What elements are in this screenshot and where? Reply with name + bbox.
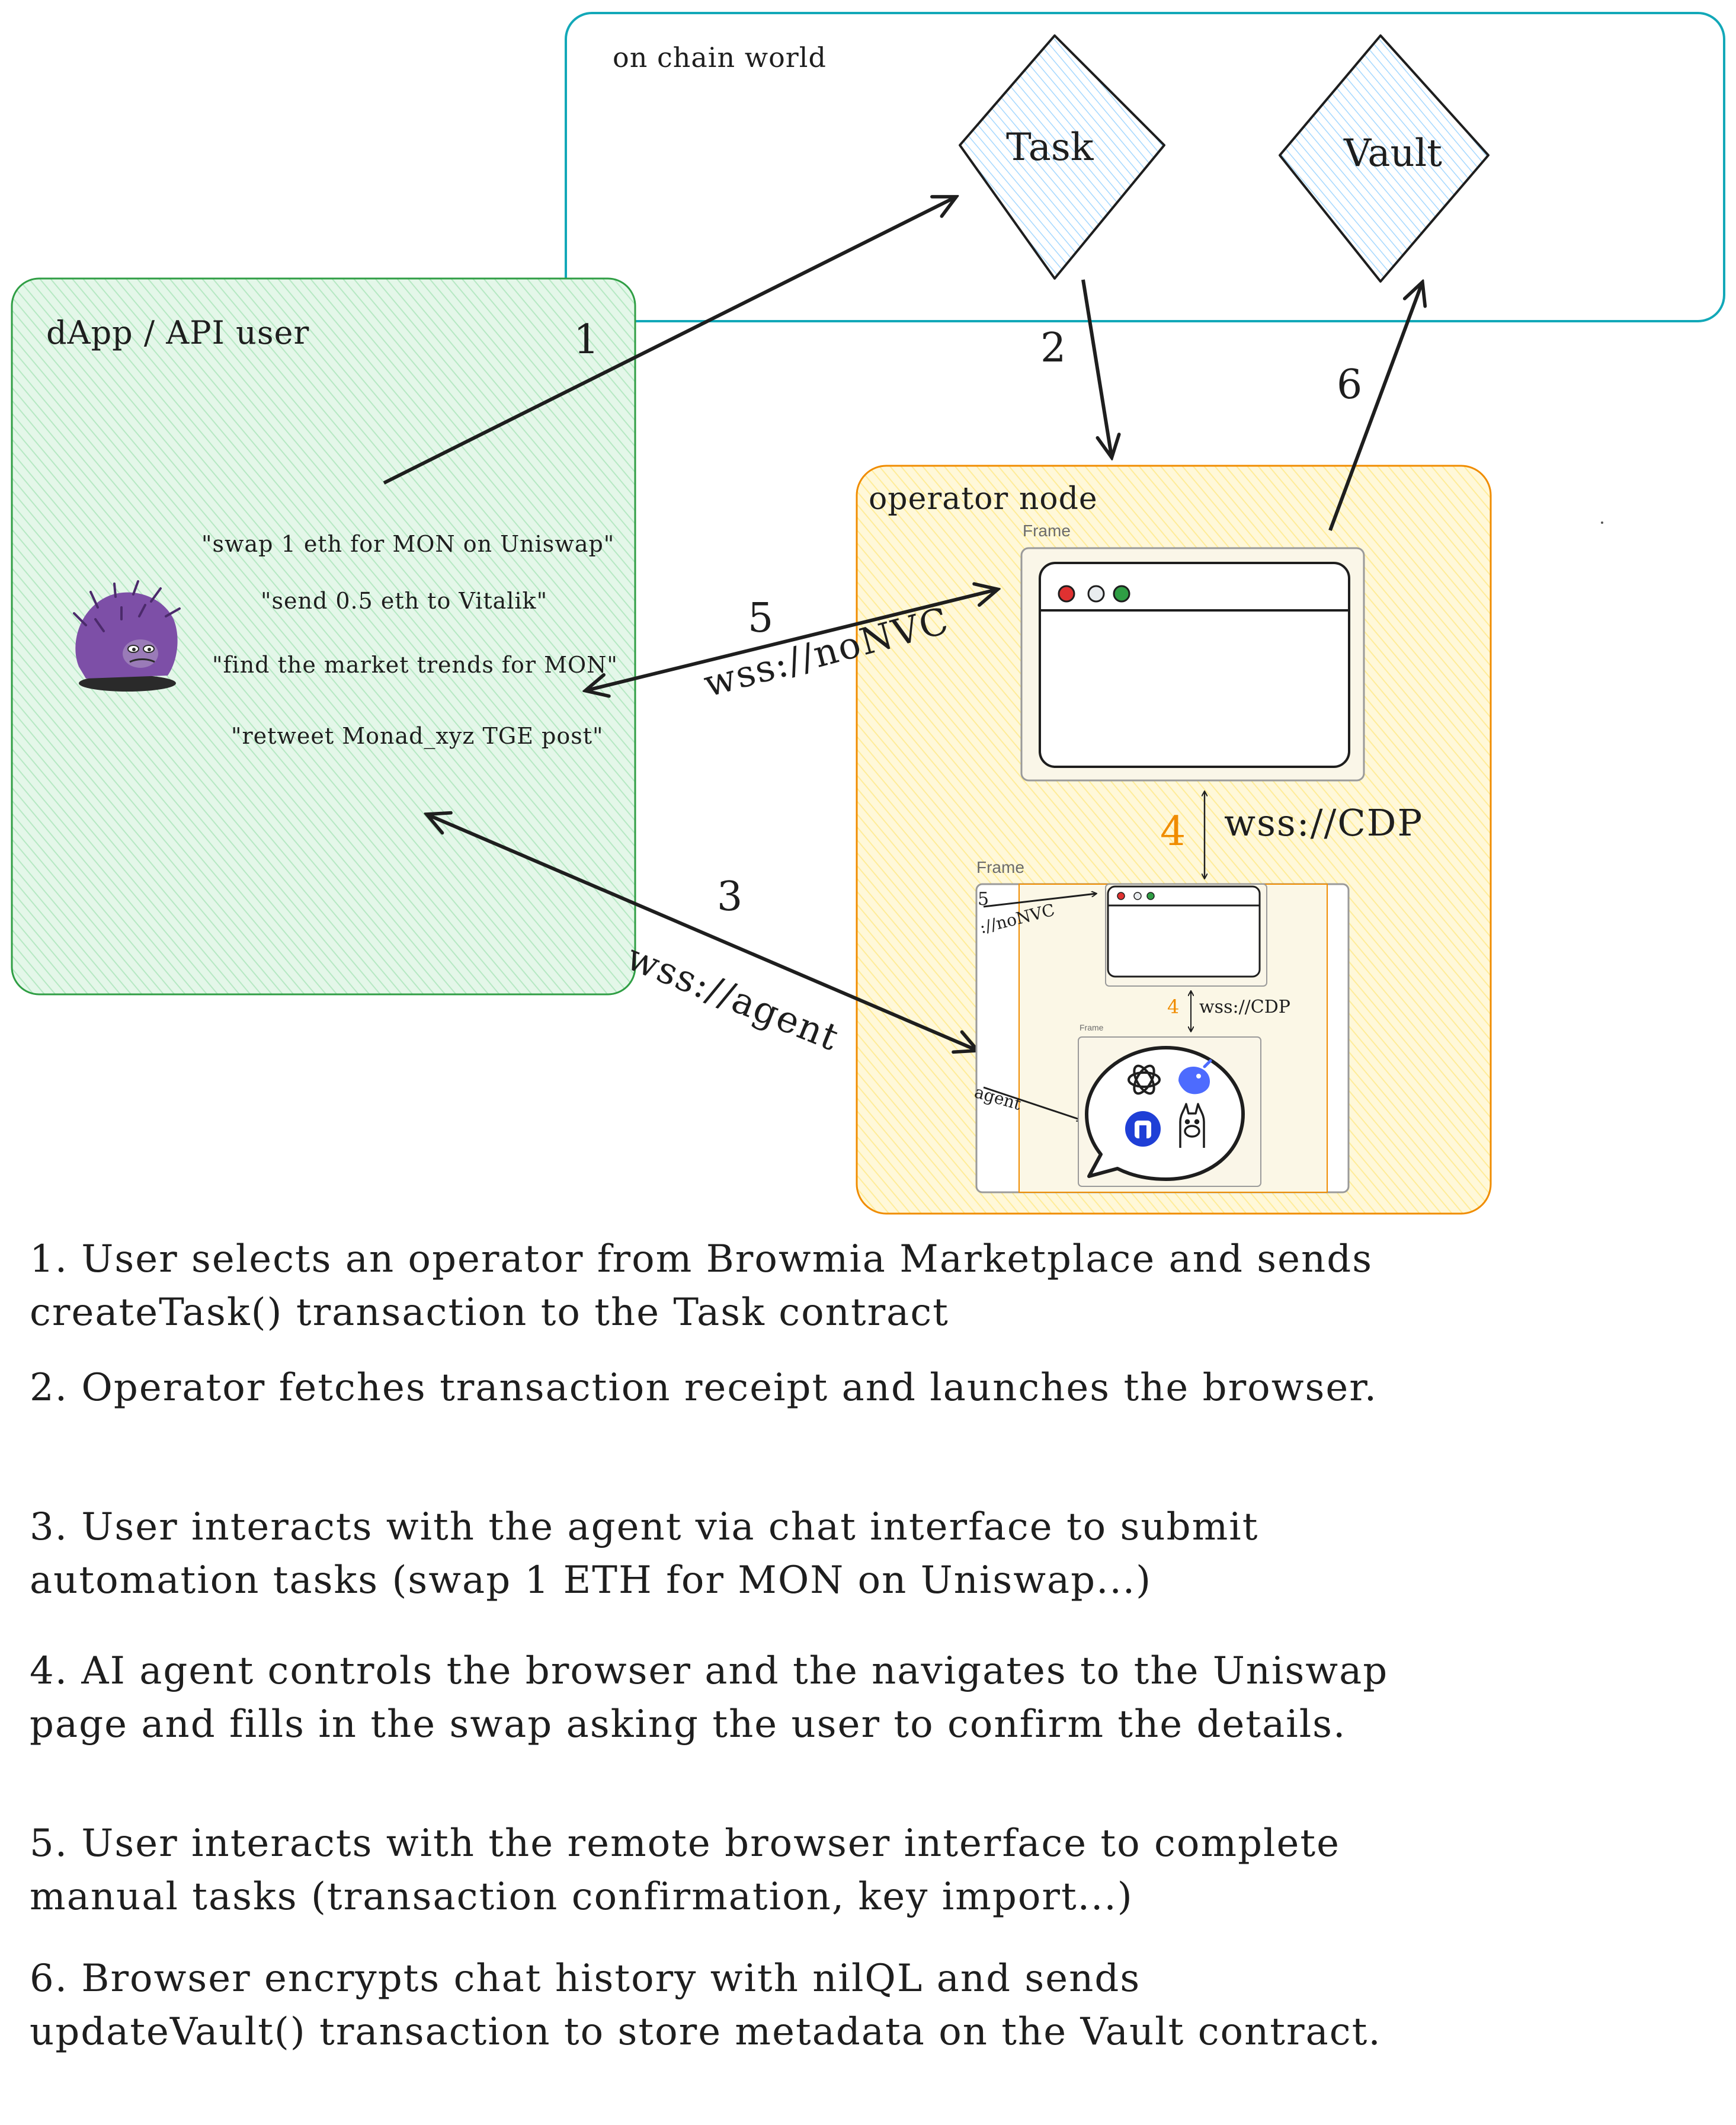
wss-cdp-label: wss://CDP: [1224, 801, 1424, 844]
nested-browser-window: [1107, 885, 1261, 978]
window-minimize-dot[interactable]: [1087, 585, 1105, 603]
arrow-3: [428, 815, 976, 1050]
window-maximize-dot[interactable]: [1113, 585, 1130, 603]
chat-bubble-icon: [1085, 1046, 1245, 1181]
step-5: 5. User interacts with the remote browse…: [30, 1822, 1340, 1919]
window-close-dot[interactable]: [1058, 585, 1075, 603]
nested-frame-caption: Frame: [976, 858, 1024, 876]
step-4: 4. AI agent controls the browser and the…: [30, 1649, 1389, 1746]
arrow-2-label: 2: [1040, 325, 1066, 372]
prompt-retweet: "retweet Monad_xyz TGE post": [231, 723, 604, 749]
arrow-4-label: 4: [1160, 808, 1186, 855]
step-1: 1. User selects an operator from Browmia…: [30, 1237, 1373, 1334]
architecture-diagram: [11, 12, 1725, 1215]
hedgehog-icon: [73, 580, 181, 692]
arrow-5-label: 5: [748, 595, 774, 642]
nillion-icon: [1125, 1111, 1161, 1147]
nested-arrow-5-label: 5: [978, 889, 988, 910]
arrow-3-label: 3: [717, 873, 743, 920]
onchain-zone-label: on chain world: [613, 41, 827, 73]
arrow-1: [383, 197, 955, 485]
dapp-zone-label: dApp / API user: [46, 314, 310, 351]
openai-icon: [1128, 1064, 1161, 1095]
browser-frame-caption: Frame: [1023, 521, 1071, 540]
arrow-6: [1328, 283, 1422, 532]
task-diamond: [959, 34, 1165, 280]
nested-arrow-4-label: 4: [1167, 996, 1180, 1018]
arrow-1-label: 1: [574, 316, 600, 363]
arrow-2: [1081, 279, 1112, 456]
prompt-send: "send 0.5 eth to Vitalik": [261, 588, 548, 614]
step-3: 3. User interacts with the agent via cha…: [30, 1505, 1259, 1602]
deepseek-icon: [1178, 1059, 1212, 1094]
nested-wss-cdp-label: wss://CDP: [1199, 997, 1290, 1017]
prompt-market-trends: "find the market trends for MON": [212, 652, 618, 678]
browser-window[interactable]: [1039, 562, 1350, 768]
arrow-6-label: 6: [1337, 361, 1363, 408]
prompt-swap: "swap 1 eth for MON on Uniswap": [201, 531, 615, 557]
llama-icon: [1179, 1103, 1205, 1148]
inner-frame-caption: Frame: [1080, 1023, 1104, 1032]
step-2: 2. Operator fetches transaction receipt …: [30, 1366, 1378, 1410]
task-contract-label: Task: [1006, 126, 1094, 169]
vault-diamond: [1279, 34, 1490, 283]
step-6: 6. Browser encrypts chat history with ni…: [30, 1957, 1382, 2054]
operator-zone-label: operator node: [869, 481, 1098, 517]
arrow-5: [587, 590, 997, 690]
vault-contract-label: Vault: [1344, 132, 1442, 175]
